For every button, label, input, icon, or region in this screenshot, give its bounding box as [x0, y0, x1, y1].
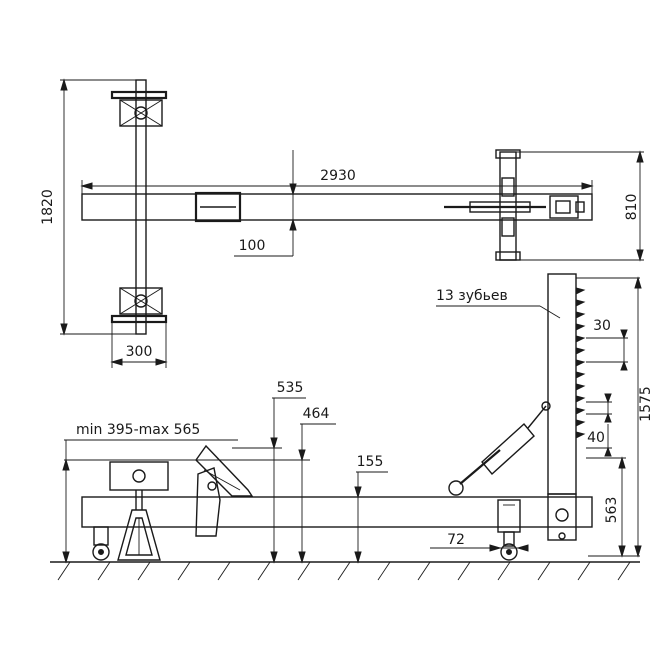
- dim-tooth-bottom-label: 40: [587, 430, 605, 446]
- dim-tooth-pitch-label: 30: [593, 318, 611, 334]
- dim-beam-width-label: 810: [624, 194, 640, 221]
- top-clamp-block: [194, 191, 242, 223]
- dim-post-height-label: 1575: [638, 386, 654, 422]
- teeth-count-label: 13 зубьев: [436, 288, 508, 304]
- dim-post-base-label: 563: [604, 497, 620, 524]
- side-view: 13 зубьев 30 40 1575 563: [50, 273, 654, 581]
- side-clamp: [195, 444, 254, 537]
- dim-wheel-offset-label: 72: [447, 532, 465, 548]
- top-view: 2930 1820 810 100 300: [40, 78, 644, 368]
- stand-jack: [109, 461, 169, 561]
- side-main-beam: [81, 496, 593, 528]
- top-jack-upper: [119, 99, 163, 127]
- top-crossbar-cap-bottom: [110, 314, 168, 324]
- right-wheel: [497, 499, 521, 561]
- dim-stand-range-label: min 395-max 565: [76, 422, 200, 438]
- top-jack-lower: [119, 287, 163, 315]
- dim-offset-label: 100: [239, 238, 266, 254]
- vertical-post: [547, 273, 586, 541]
- dim-clamp-low-label: 464: [303, 406, 330, 422]
- top-hydraulic-ram: [444, 195, 585, 219]
- ground-hatching: [57, 561, 631, 581]
- hydraulic-cylinder: [448, 401, 551, 496]
- dim-total-width-label: 1820: [40, 189, 56, 225]
- dim-length-label: 2930: [320, 168, 356, 184]
- rack-teeth: [575, 287, 586, 439]
- left-wheel: [92, 526, 110, 561]
- top-crossbar: [135, 79, 147, 335]
- dim-foot-label: 300: [126, 344, 153, 360]
- dim-beam-height-label: 155: [357, 454, 384, 470]
- top-crossbar-cap-top: [110, 90, 168, 100]
- top-main-beam: [81, 193, 593, 221]
- dim-clamp-high-label: 535: [277, 380, 304, 396]
